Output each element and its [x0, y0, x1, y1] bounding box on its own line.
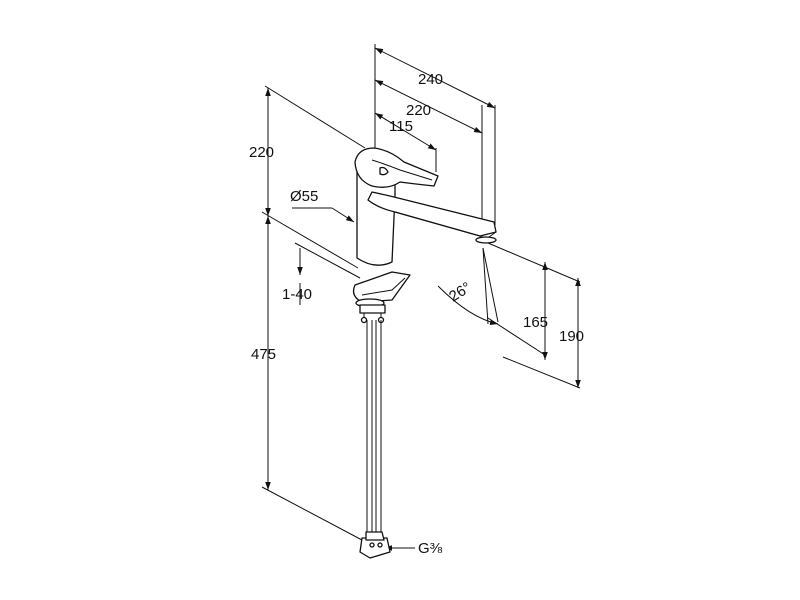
label-220-reach: 220	[406, 102, 431, 119]
faucet-spout	[367, 191, 497, 237]
faucet-base-plate	[352, 271, 411, 303]
dim-line-220-reach	[374, 79, 483, 134]
label-240: 240	[418, 71, 443, 88]
faucet-aerator	[475, 236, 497, 244]
label-g38: G⅜	[418, 540, 443, 557]
label-190: 190	[559, 328, 584, 345]
dimension-labels: 240 220 115 220 Ø55 1-40 475 26° 165 190…	[249, 71, 584, 557]
dim-line-115	[374, 112, 437, 151]
angle-arc-26	[437, 285, 499, 326]
dimension-lines	[261, 44, 581, 551]
faucet-lever	[354, 147, 439, 188]
label-26-deg: 26°	[446, 279, 474, 305]
label-475: 475	[251, 346, 276, 363]
faucet-body	[352, 147, 497, 559]
label-115: 115	[389, 118, 413, 135]
hose-fitting	[359, 537, 391, 559]
leader-o55	[331, 207, 355, 223]
supply-hoses	[366, 320, 382, 535]
label-1-40: 1-40	[282, 286, 312, 303]
label-220-height: 220	[249, 144, 274, 161]
label-165: 165	[523, 314, 548, 331]
label-o55: Ø55	[290, 188, 318, 205]
